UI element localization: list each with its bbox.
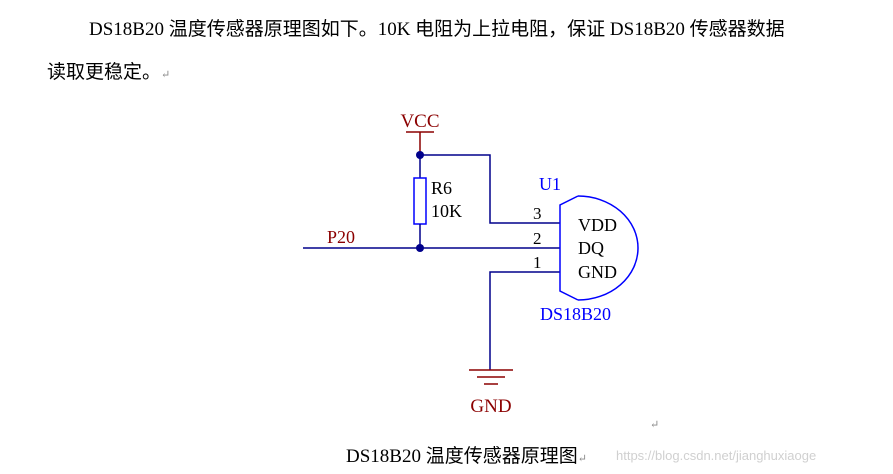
component-u1: U1 DS18B20 3 2 1 VDD DQ GND (533, 174, 639, 324)
paragraph-line-2: 读取更稳定。↵ (47, 62, 171, 83)
resistor-ref: R6 (431, 178, 452, 198)
caption-return-mark: ↵ (577, 453, 587, 465)
paragraph-line-1: DS18B20 温度传感器原理图如下。10K 电阻为上拉电阻，保证 DS18B2… (89, 19, 785, 40)
gnd-label: GND (470, 396, 511, 417)
pin-number-1: 1 (533, 253, 542, 272)
vcc-symbol: VCC (400, 111, 440, 155)
pin-name-vdd: VDD (578, 215, 617, 235)
vcc-wire (420, 154, 560, 224)
pin-name-dq: DQ (578, 238, 604, 258)
resistor-value: 10K (431, 201, 462, 221)
p20-junction-dot (416, 244, 424, 252)
gnd-symbol: GND (469, 369, 513, 417)
pin-number-2: 2 (533, 229, 542, 248)
component-body-flat (559, 195, 579, 301)
resistor-body (413, 177, 427, 225)
gnd-wire (489, 271, 560, 370)
vcc-label: VCC (400, 111, 439, 132)
net-label-p20: P20 (327, 227, 355, 247)
resistor-r6: R6 10K (413, 177, 462, 225)
pin-name-gnd: GND (578, 262, 617, 282)
pin-number-3: 3 (533, 204, 542, 223)
watermark: https://blog.csdn.net/jianghuxiaoge (616, 448, 817, 463)
component-body-arc (577, 195, 639, 301)
return-mark: ↵ (161, 69, 171, 81)
figure-caption: DS18B20 温度传感器原理图↵ (346, 446, 587, 467)
component-part: DS18B20 (540, 304, 611, 324)
return-mark-standalone: ↵ (650, 419, 660, 431)
component-ref: U1 (539, 174, 561, 194)
